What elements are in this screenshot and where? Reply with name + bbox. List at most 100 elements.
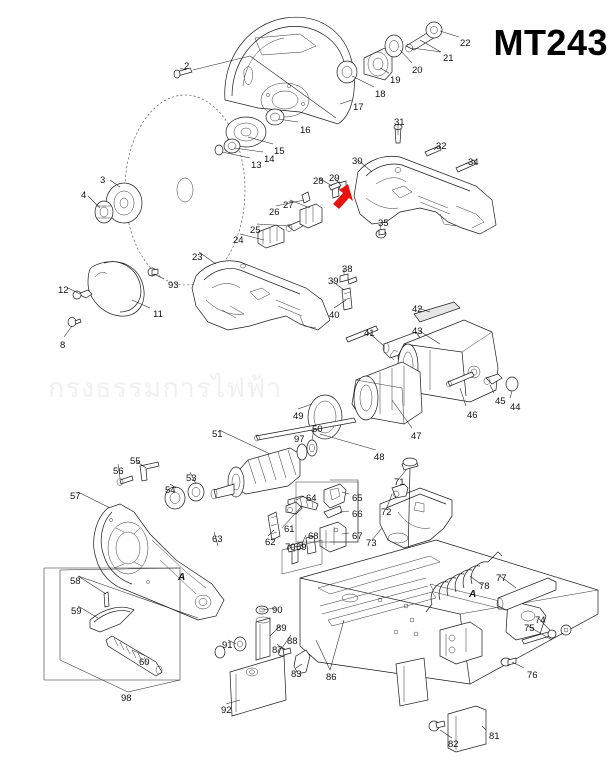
callout-51: 51 (212, 429, 223, 440)
bolt-2 (173, 67, 193, 79)
screws-31-35 (328, 124, 477, 239)
callout-38: 38 (342, 264, 353, 275)
callout-81: 81 (489, 731, 500, 742)
callout-92: 92 (221, 705, 232, 716)
group-boxes (43, 479, 359, 681)
callout-47: 47 (411, 431, 422, 442)
callout-43: 43 (412, 326, 423, 337)
callout-12: 12 (58, 285, 69, 296)
callout-88: 88 (287, 636, 298, 647)
field-47 (351, 361, 423, 425)
shop-watermark: กรงธรรมการไฟฟ้า (48, 373, 283, 404)
callout-83: 83 (291, 669, 302, 680)
callout-31: 31 (394, 117, 405, 128)
callout-58: 58 (70, 576, 81, 587)
callout-89: 89 (276, 623, 287, 634)
callout-76: 76 (527, 670, 538, 681)
callout-69: 69 (296, 542, 307, 553)
callout-23: 23 (192, 252, 203, 263)
callout-77: 77 (496, 573, 507, 584)
callout-2: 2 (184, 61, 190, 72)
callout-63: 63 (212, 534, 223, 545)
motor-housing-43 (389, 301, 499, 403)
callout-17: 17 (353, 102, 364, 113)
callout-57: 57 (70, 491, 81, 502)
section-marker-a: A (178, 572, 186, 583)
callout-35: 35 (378, 218, 389, 229)
callout-90: 90 (272, 605, 283, 616)
callout-15: 15 (274, 146, 285, 157)
bearings-18-22 (336, 21, 443, 84)
callout-4: 4 (81, 190, 87, 201)
callout-71: 71 (394, 477, 405, 488)
callout-39: 39 (328, 276, 339, 287)
callout-62: 62 (265, 537, 276, 548)
callout-22: 22 (460, 38, 471, 49)
callout-73: 73 (366, 538, 377, 549)
callout-98: 98 (121, 693, 132, 704)
callout-20: 20 (412, 65, 423, 76)
screws-8-12-93 (67, 267, 159, 327)
callout-41: 41 (364, 328, 375, 339)
saw-blade (124, 94, 246, 286)
callout-68: 68 (308, 531, 319, 542)
callout-11: 11 (153, 309, 163, 320)
callout-82: 82 (448, 739, 459, 750)
callout-21: 21 (443, 53, 454, 64)
callout-44: 44 (510, 402, 521, 413)
bearings-52-56 (116, 461, 205, 510)
base-plate-86 (299, 539, 599, 707)
callout-26: 26 (269, 207, 280, 218)
plate-81 (428, 705, 487, 753)
callout-28: 28 (313, 176, 324, 187)
callout-24: 24 (233, 235, 244, 246)
callout-25: 25 (250, 225, 261, 236)
parts-58-59-60 (89, 591, 163, 677)
callout-75: 75 (524, 623, 535, 634)
callout-61: 61 (284, 524, 295, 535)
callout-65: 65 (352, 493, 363, 504)
callout-64: 64 (306, 493, 317, 504)
callout-86: 86 (326, 672, 337, 683)
callout-70: 70 (285, 542, 296, 553)
callout-55: 55 (130, 456, 141, 467)
switch-parts-24-28 (257, 180, 347, 249)
detail-parts-61-70 (267, 481, 359, 575)
callout-34: 34 (468, 157, 479, 168)
handle-half-23 (191, 260, 331, 331)
callout-67: 67 (352, 531, 363, 542)
callout-78: 78 (479, 581, 490, 592)
highlight-arrow-red (333, 184, 353, 209)
callout-46: 46 (467, 410, 478, 421)
flange-3-nut-4 (94, 182, 143, 224)
callout-18: 18 (375, 89, 386, 100)
armature-51 (210, 439, 318, 500)
spring-78-rod-77 (425, 551, 557, 613)
callout-19: 19 (390, 75, 401, 86)
callout-13: 13 (251, 160, 262, 171)
motor-housing-30 (353, 155, 497, 235)
callout-48: 48 (374, 452, 385, 463)
section-marker-a: A (469, 589, 477, 600)
callout-8: 8 (60, 340, 66, 351)
callout-49: 49 (293, 411, 304, 422)
callout-45: 45 (495, 396, 506, 407)
callout-97: 97 (294, 434, 305, 445)
callout-66: 66 (352, 509, 363, 520)
callout-87: 87 (272, 645, 283, 656)
callout-54: 54 (165, 485, 176, 496)
parts-44-46 (446, 371, 519, 392)
callout-40: 40 (329, 310, 340, 321)
inner-cover-11 (87, 261, 145, 317)
bracket-73 (379, 457, 453, 561)
callout-3: 3 (100, 175, 106, 186)
callout-16: 16 (300, 125, 311, 136)
callout-56: 56 (113, 466, 124, 477)
rod-48 (254, 417, 357, 442)
callout-32: 32 (436, 141, 447, 152)
callout-27: 27 (283, 200, 294, 211)
model-title: MT243 (493, 22, 608, 63)
callout-42: 42 (412, 304, 423, 315)
